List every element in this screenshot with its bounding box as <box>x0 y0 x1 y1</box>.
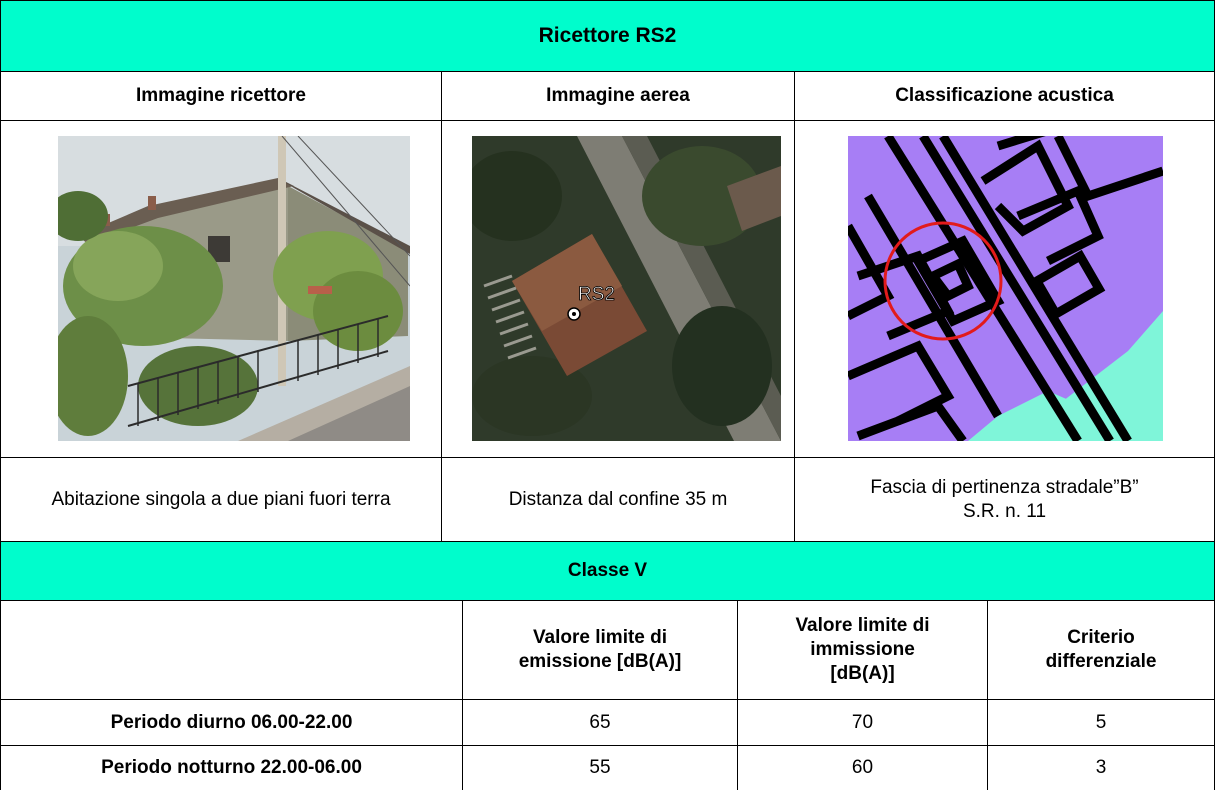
immissione-value: 70 <box>851 711 874 733</box>
receptor-title-text: Ricettore RS2 <box>538 23 677 47</box>
table-cell-differenziale: 5 <box>987 699 1215 746</box>
receptor-house-photo <box>58 136 410 441</box>
immissione-value: 60 <box>851 757 874 779</box>
receptor-description: Abitazione singola a due piani fuori ter… <box>51 488 391 510</box>
column-header-label: Immagine aerea <box>546 85 690 107</box>
classification-description-line2: S.R. n. 11 <box>962 500 1047 522</box>
period-label: Periodo diurno 06.00-22.00 <box>110 711 353 733</box>
table-cell-immissione: 60 <box>737 745 988 790</box>
receptor-title: Ricettore RS2 <box>0 0 1215 72</box>
classe-heading-text: Classe V <box>567 560 648 582</box>
column-header-aerial-image: Immagine aerea <box>441 71 795 121</box>
column-header-label: Immagine ricettore <box>136 85 306 107</box>
table-cell-immissione: 70 <box>737 699 988 746</box>
limits-header-differenziale: Criterio differenziale <box>987 600 1215 700</box>
table-cell-differenziale: 3 <box>987 745 1215 790</box>
acoustic-classification-map <box>848 136 1163 441</box>
table-row-label: Periodo diurno 06.00-22.00 <box>0 699 463 746</box>
column-header-receptor-image: Immagine ricettore <box>0 71 442 121</box>
classification-description-cell: Fascia di pertinenza stradale”B” S.R. n.… <box>794 457 1215 542</box>
differenziale-value: 5 <box>1095 711 1107 733</box>
table-cell-emissione: 55 <box>462 745 738 790</box>
limits-header-immissione: Valore limite di immissione [dB(A)] <box>737 600 988 700</box>
distance-description: Distanza dal confine 35 m <box>508 488 728 510</box>
limits-header-label: Valore limite di immissione [dB(A)] <box>795 615 930 684</box>
period-label: Periodo notturno 22.00-06.00 <box>101 757 362 779</box>
receptor-description-cell: Abitazione singola a due piani fuori ter… <box>0 457 442 542</box>
distance-description-cell: Distanza dal confine 35 m <box>441 457 795 542</box>
limits-header-emissione: Valore limite di emissione [dB(A)] <box>462 600 738 700</box>
limits-header-label: Valore limite di emissione [dB(A)] <box>518 627 682 672</box>
aerial-photo: RS2 <box>472 136 781 441</box>
limits-header-empty <box>0 600 463 700</box>
column-header-acoustic-classification: Classificazione acustica <box>794 71 1215 121</box>
classification-description-line1: Fascia di pertinenza stradale”B” <box>870 476 1139 498</box>
limits-header-label: Criterio differenziale <box>1045 627 1157 672</box>
emissione-value: 65 <box>589 711 611 733</box>
differenziale-value: 3 <box>1095 757 1107 779</box>
table-row-label: Periodo notturno 22.00-06.00 <box>0 745 463 790</box>
aerial-rs2-label: RS2 <box>578 284 615 305</box>
column-header-label: Classificazione acustica <box>895 85 1114 107</box>
table-cell-emissione: 65 <box>462 699 738 746</box>
classe-heading: Classe V <box>0 541 1215 601</box>
emissione-value: 55 <box>589 757 611 779</box>
